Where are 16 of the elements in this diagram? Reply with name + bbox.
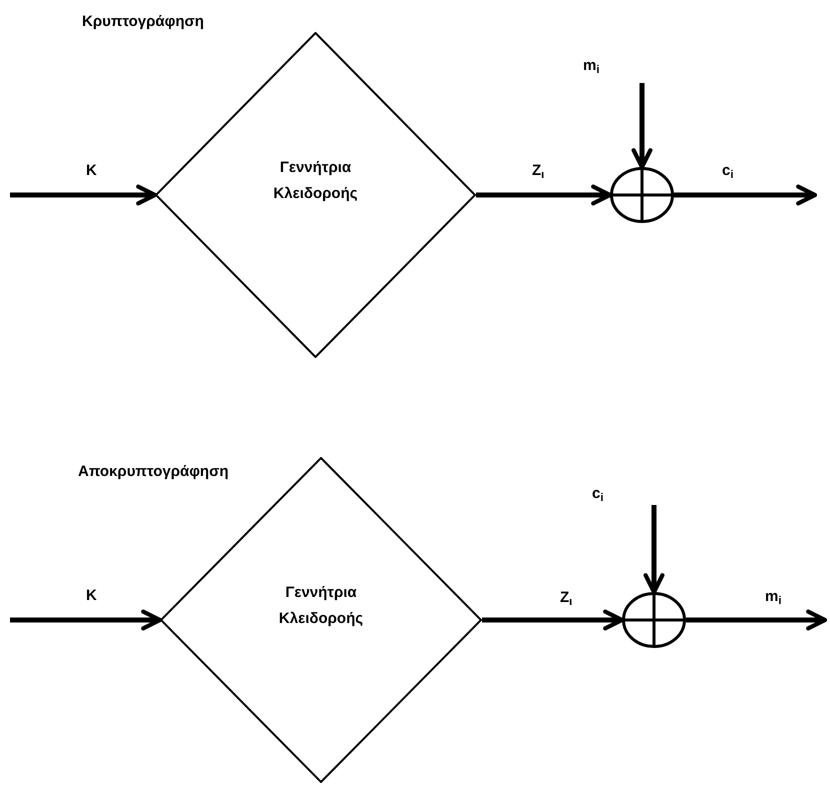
node-text: Γεννήτρια Κλειδοροής (278, 583, 364, 629)
section-title: Κρυπτογράφηση (82, 14, 204, 29)
arrow (476, 184, 612, 206)
arrow (644, 505, 664, 594)
edge-label: Z$_{ι}$ (532, 163, 544, 178)
edge-label: K (86, 163, 97, 178)
arrow (686, 610, 828, 630)
edge-label: K (86, 588, 97, 603)
arrow (674, 184, 818, 206)
arrow (10, 610, 162, 630)
arrow (482, 610, 624, 630)
section-title: Αποκρυπτογράφηση (78, 464, 229, 479)
arrow (632, 83, 652, 170)
arrow (10, 184, 158, 206)
edge-label: Z$_{ι}$ (560, 590, 572, 605)
node-text: Γεννήτρια Κλειδοροής (272, 158, 359, 204)
